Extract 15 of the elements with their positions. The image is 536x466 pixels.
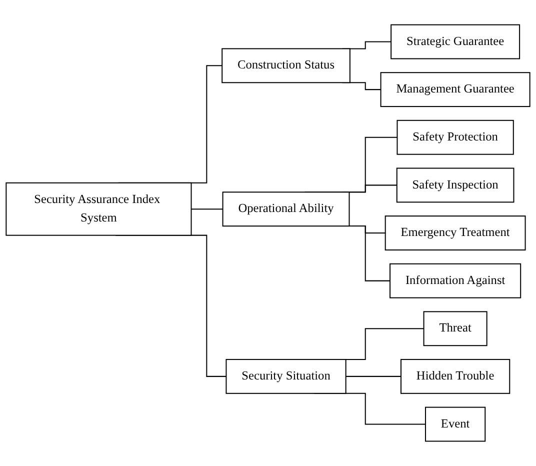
node-box: Operational Ability (222, 192, 350, 227)
node-box: Construction Status (222, 48, 350, 84)
node-box: Management Guarantee (380, 72, 530, 108)
node-box: Emergency Treatment (384, 216, 526, 250)
node-box: Hidden Trouble (400, 358, 510, 394)
node-box: Event (425, 406, 486, 442)
node-box: Security Situation (226, 358, 346, 394)
node-box: Strategic Guarantee (390, 24, 520, 60)
connector (191, 208, 224, 210)
node-box: Threat (423, 311, 488, 346)
connector (346, 376, 402, 377)
node-box: Safety Inspection (396, 168, 514, 203)
node-box: Security Assurance Index System (6, 182, 192, 236)
node-box: Safety Protection (396, 120, 514, 155)
node-box: Information Against (390, 263, 522, 298)
